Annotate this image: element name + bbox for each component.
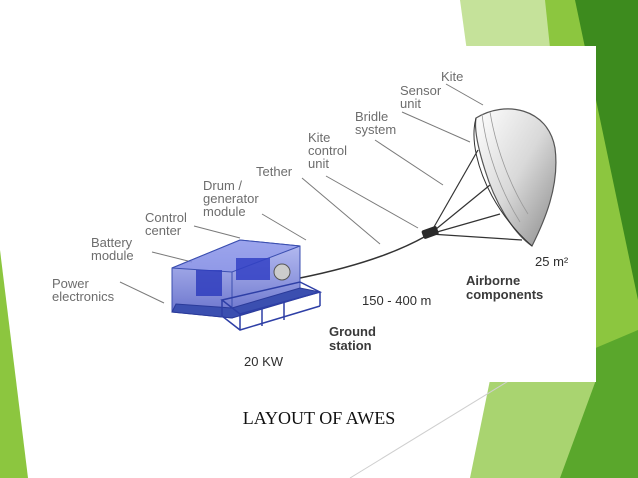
drum-generator-leader: [261, 213, 307, 241]
slide-caption: LAYOUT OF AWES: [242, 408, 396, 428]
sensor-unit-label: Sensor unit: [400, 83, 445, 111]
bridle-lines: [429, 149, 523, 241]
kite-control-unit-pod: [421, 226, 439, 239]
control-center-leader: [193, 225, 241, 239]
bridle-system-label: Bridle system: [355, 109, 396, 137]
power-rating-label: 20 KW: [244, 354, 284, 369]
drum-generator-module-label: Drum / generator module: [203, 178, 262, 219]
sensor-unit-leader: [401, 111, 471, 143]
kite-label: Kite: [441, 69, 463, 84]
tether-label: Tether: [256, 164, 293, 179]
bridle-system-leader: [374, 139, 444, 186]
airborne-components-label: Airborne components: [466, 273, 543, 302]
bottom-light-facet: [470, 380, 596, 478]
tether-line: [299, 235, 427, 279]
thin-diagonal-line: [349, 379, 511, 478]
station-frame-grid: [220, 281, 323, 331]
ground-station-label: Ground station: [329, 324, 380, 353]
kite-control-unit-leader: [325, 175, 419, 229]
tether-length-label: 150 - 400 m: [362, 293, 431, 308]
kite-leader: [445, 83, 484, 106]
ground-station-illustration: [171, 239, 323, 331]
kite-area-label: 25 m²: [535, 254, 569, 269]
control-center-label: Control center: [145, 210, 191, 238]
bridle-line: [429, 184, 491, 235]
kite-control-unit-label: Kite control unit: [308, 130, 351, 171]
left-green-stripe: [0, 250, 28, 478]
drum-generator-block: [236, 258, 270, 280]
content-panel: [30, 46, 596, 382]
power-electronics-label: Power electronics: [52, 276, 115, 304]
bridle-line: [429, 149, 479, 235]
tether-leader: [301, 177, 381, 245]
bridle-line: [429, 233, 523, 241]
battery-module-label: Battery module: [91, 235, 136, 263]
battery-module-leader: [151, 251, 193, 263]
station-base-frame: [171, 287, 321, 319]
leader-lines: [119, 83, 484, 304]
labels: Kite Sensor unit Bridle system Kite cont…: [52, 69, 569, 369]
drum-icon: [273, 263, 291, 281]
kite-shape: [473, 108, 557, 247]
power-electronics-leader: [119, 281, 165, 304]
battery-module-block: [196, 270, 222, 296]
bridle-line: [429, 213, 501, 235]
